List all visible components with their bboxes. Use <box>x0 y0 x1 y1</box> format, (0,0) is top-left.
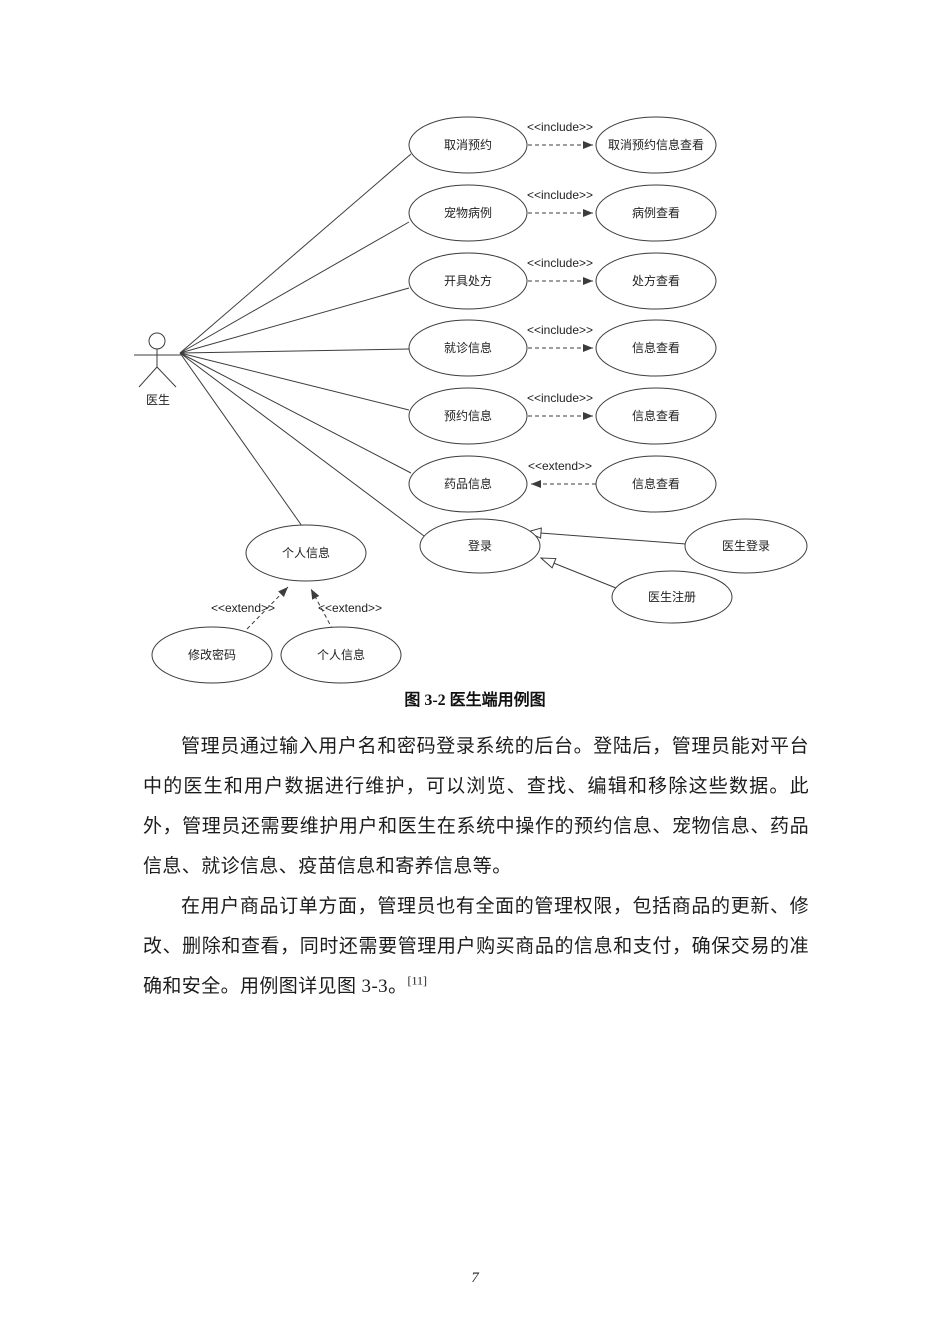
extend-connector-drug-info: <<extend>> <box>528 459 596 488</box>
assoc-cancel-appointment <box>179 153 412 354</box>
citation-ref: [11] <box>407 973 428 988</box>
usecase-login: 登录 <box>419 518 541 574</box>
actor-leg-left <box>138 366 158 388</box>
usecase-label: 宠物病例 <box>444 205 492 220</box>
usecase-info-view-2: 信息查看 <box>595 387 717 445</box>
usecase-label: 个人信息 <box>317 647 365 662</box>
assoc-personal-info <box>179 352 303 527</box>
usecase-personal-info-2: 个人信息 <box>280 626 402 684</box>
page-number: 7 <box>471 1270 479 1286</box>
usecase-personal-info: 个人信息 <box>245 524 367 582</box>
include-label-1: <<include>> <box>527 120 593 134</box>
usecase-label: 信息查看 <box>632 340 680 355</box>
include-label-5: <<include>> <box>527 391 593 405</box>
assoc-visit-info <box>179 348 410 354</box>
usecase-label: 取消预约 <box>444 137 492 152</box>
usecase-label: 处方查看 <box>632 273 680 288</box>
actor-leg-right <box>156 366 177 388</box>
include-label-2: <<include>> <box>527 188 593 202</box>
generalization-doctor-login <box>527 532 687 545</box>
usecase-appointment-info: 预约信息 <box>408 387 528 445</box>
actor-associations <box>179 153 425 537</box>
assoc-pet-case <box>179 221 410 354</box>
usecase-label: 信息查看 <box>632 408 680 423</box>
paragraph-1: 管理员通过输入用户名和密码登录系统的后台。登陆后，管理员能对平台中的医生和用户数… <box>143 727 809 887</box>
include-label-4: <<include>> <box>527 323 593 337</box>
assoc-login <box>179 352 425 537</box>
extend-arrow-change-password <box>246 586 289 630</box>
extend-label-change-password: <<extend>> <box>211 601 275 615</box>
assoc-drug-info <box>179 352 412 474</box>
generalization-doctor-register <box>541 558 622 591</box>
usecase-diagram: 医生 <<include>> <<include>> <<include>> <… <box>134 116 808 684</box>
figure-caption: 图 3-2 医生端用例图 <box>404 692 546 709</box>
paragraph-2-text: 在用户商品订单方面，管理员也有全面的管理权限，包括商品的更新、修改、删除和查看，… <box>143 896 809 997</box>
usecase-drug-info: 药品信息 <box>408 455 528 513</box>
usecase-label: 病例查看 <box>632 205 680 220</box>
usecase-label: 开具处方 <box>444 273 492 288</box>
body-text: 管理员通过输入用户名和密码登录系统的后台。登陆后，管理员能对平台中的医生和用户数… <box>143 727 809 1007</box>
usecase-label: 就诊信息 <box>444 340 492 355</box>
usecase-change-password: 修改密码 <box>151 626 273 684</box>
include-label-3: <<include>> <box>527 256 593 270</box>
assoc-prescribe <box>179 287 410 354</box>
usecase-label: 修改密码 <box>188 647 236 662</box>
usecase-info-view-1: 信息查看 <box>595 319 717 377</box>
usecase-label: 个人信息 <box>282 545 330 560</box>
usecase-cancel-appointment: 取消预约 <box>408 116 528 174</box>
extend-label-personal-info: <<extend>> <box>318 601 382 615</box>
usecase-label: 药品信息 <box>444 476 492 491</box>
assoc-appointment-info <box>179 352 410 411</box>
usecase-cancel-view: 取消预约信息查看 <box>595 116 717 174</box>
usecase-label: 登录 <box>468 538 492 553</box>
usecase-visit-info: 就诊信息 <box>408 319 528 377</box>
include-connectors: <<include>> <<include>> <<include>> <<in… <box>527 120 593 420</box>
usecase-label: 信息查看 <box>632 476 680 491</box>
usecase-info-view-3: 信息查看 <box>595 455 717 513</box>
extend-label-drug: <<extend>> <box>528 459 592 473</box>
usecase-pet-case: 宠物病例 <box>408 184 528 242</box>
generalization-connectors <box>527 532 687 591</box>
paragraph-1-text: 管理员通过输入用户名和密码登录系统的后台。登陆后，管理员能对平台中的医生和用户数… <box>143 736 809 877</box>
usecase-label: 医生注册 <box>648 589 696 604</box>
extend-connectors-personal: <<extend>> <<extend>> <box>211 586 382 631</box>
usecase-prescription-view: 处方查看 <box>595 252 717 310</box>
usecase-doctor-login: 医生登录 <box>684 518 808 574</box>
usecase-label: 预约信息 <box>444 408 492 423</box>
actor-doctor: 医生 <box>134 332 181 407</box>
usecase-doctor-register: 医生注册 <box>611 570 733 624</box>
extend-arrow-personal-info <box>310 588 334 631</box>
paragraph-2: 在用户商品订单方面，管理员也有全面的管理权限，包括商品的更新、修改、删除和查看，… <box>143 887 809 1007</box>
usecase-case-view: 病例查看 <box>595 184 717 242</box>
usecase-label: 医生登录 <box>722 538 770 553</box>
actor-label: 医生 <box>146 393 170 407</box>
usecase-prescribe: 开具处方 <box>408 252 528 310</box>
usecase-label: 取消预约信息查看 <box>608 137 704 152</box>
actor-head <box>148 332 166 350</box>
